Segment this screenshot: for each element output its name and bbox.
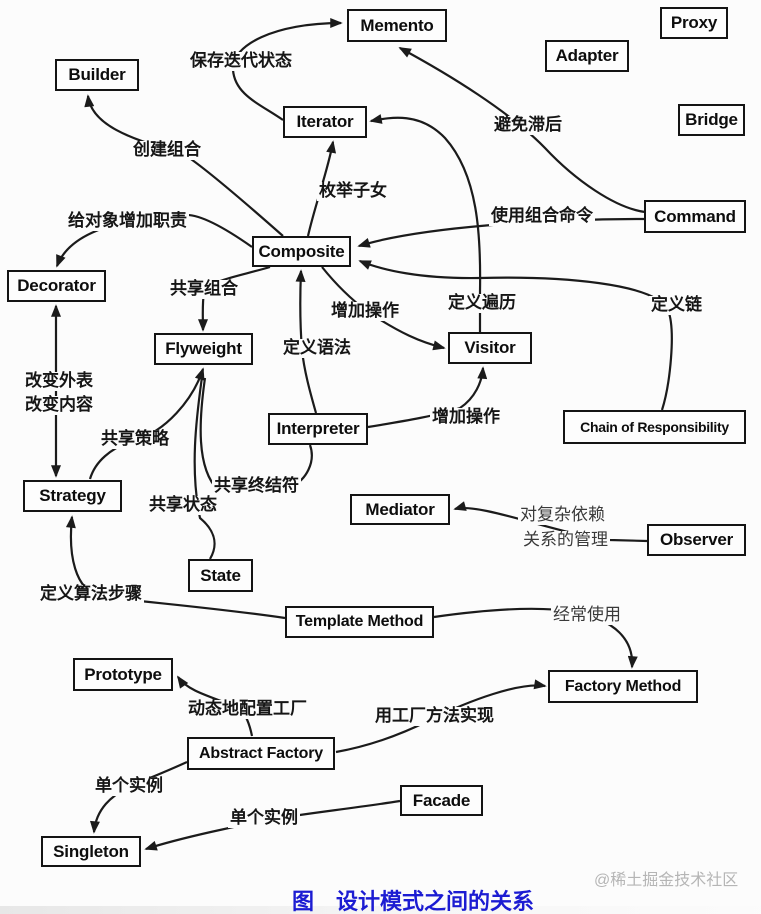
edge-label-dynamically-configure-factory: 动态地配置工厂 (186, 699, 309, 719)
node-strategy: Strategy (23, 480, 122, 512)
edge-label-add-operation-interpreter: 增加操作 (430, 407, 502, 427)
node-facade: Facade (400, 785, 483, 816)
node-mediator: Mediator (350, 494, 450, 525)
node-state: State (188, 559, 253, 592)
edge-label-share-state: 共享状态 (147, 495, 219, 515)
edge-label-share-terminal-symbols: 共享终结符 (212, 476, 301, 496)
edge-label-define-grammar: 定义语法 (281, 338, 353, 358)
node-command: Command (644, 200, 746, 233)
edge-strategy-flyweight (88, 367, 205, 480)
node-iterator: Iterator (283, 106, 367, 138)
edge-label-implement-with-factory-method: 用工厂方法实现 (373, 706, 496, 726)
watermark-text: @稀土掘金技术社区 (594, 872, 739, 889)
scan-edge-strip (0, 906, 761, 914)
edge-label-use-composite-command: 使用组合命令 (489, 206, 595, 226)
figure-caption: 图 设计模式之间的关系 (292, 889, 535, 914)
edge-label-single-instance-abstract-factory: 单个实例 (93, 776, 165, 796)
node-composite: Composite (252, 236, 351, 267)
node-flyweight: Flyweight (154, 333, 253, 365)
edge-label-define-traversal: 定义遍历 (446, 293, 518, 313)
node-builder: Builder (55, 59, 139, 91)
edge-label-often-use: 经常使用 (551, 605, 623, 625)
edge-label-add-operation-to-composite: 增加操作 (329, 301, 401, 321)
edge-label-change-appearance: 改变外表 (23, 371, 95, 391)
node-template-method: Template Method (285, 606, 434, 638)
node-bridge: Bridge (678, 104, 745, 136)
edge-chain-composite (358, 259, 673, 411)
edge-label-create-composite: 创建组合 (131, 140, 203, 160)
edge-label-complex-dependency-line2: 关系的管理 (521, 530, 610, 550)
edge-label-save-iteration-state: 保存迭代状态 (188, 51, 294, 71)
edge-label-define-chain: 定义链 (649, 295, 704, 315)
edge-abstract-factory-singleton (90, 760, 188, 834)
node-abstract-factory: Abstract Factory (187, 737, 335, 770)
node-proxy: Proxy (660, 7, 728, 39)
node-singleton: Singleton (41, 836, 141, 867)
edge-command-composite (357, 217, 646, 248)
node-memento: Memento (347, 9, 447, 42)
edge-label-single-instance-facade: 单个实例 (228, 808, 300, 828)
node-prototype: Prototype (73, 658, 173, 691)
edge-label-share-composite: 共享组合 (168, 279, 240, 299)
edge-label-add-responsibility-to-object: 给对象增加职责 (66, 211, 189, 231)
edge-label-avoid-lag: 避免滞后 (492, 115, 564, 135)
edge-label-enumerate-children: 枚举子女 (317, 181, 389, 201)
node-visitor: Visitor (448, 332, 532, 364)
node-chain-of-responsibility: Chain of Responsibility (563, 410, 746, 444)
edge-command-memento (398, 47, 646, 214)
edge-label-define-algorithm-steps: 定义算法步骤 (38, 584, 144, 604)
node-observer: Observer (647, 524, 746, 556)
edge-label-complex-dependency-line1: 对复杂依赖 (518, 505, 607, 525)
node-adapter: Adapter (545, 40, 629, 72)
edge-label-change-content: 改变内容 (23, 395, 95, 415)
node-interpreter: Interpreter (268, 413, 368, 445)
node-factory-method: Factory Method (548, 670, 698, 703)
node-decorator: Decorator (7, 270, 106, 302)
edge-label-share-strategy: 共享策略 (99, 429, 171, 449)
